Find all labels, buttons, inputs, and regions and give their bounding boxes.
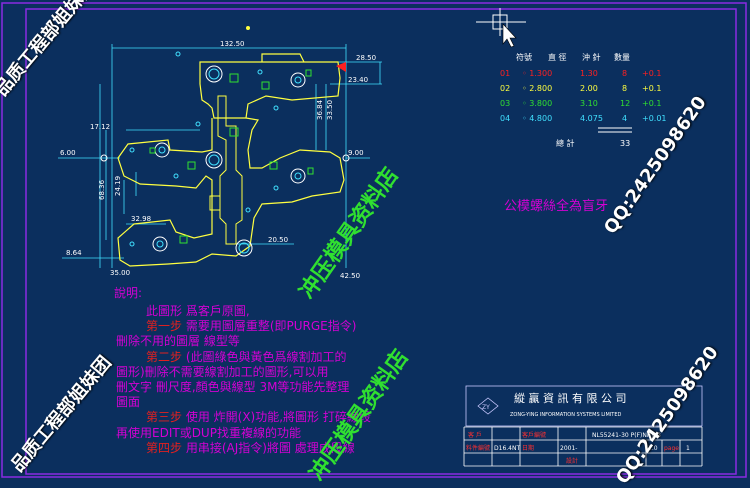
title-block <box>463 385 703 467</box>
svg-text:+0.1: +0.1 <box>642 99 661 108</box>
instruction-line: 刪文字 刪尺度,顏色與線型 3M等功能先整理 <box>116 380 350 394</box>
instruction-step-text: 使用 炸開(X)功能,將圖形 打碎線段 <box>182 410 371 425</box>
svg-text:8: 8 <box>622 84 627 93</box>
svg-text:總 計: 總 計 <box>556 138 575 148</box>
svg-text:◦ 2.800: ◦ 2.800 <box>522 84 552 93</box>
green-features <box>149 69 314 244</box>
instruction-step-label: 第四步 <box>146 440 183 455</box>
instruction-line: 第二步 (此圖綠色與黃色爲線割加工的 <box>146 348 347 365</box>
instruction-line: 第三步 使用 炸開(X)功能,將圖形 打碎線段 <box>146 408 371 425</box>
instruction-line: 圖面 <box>116 395 141 410</box>
instruction-line: 刪除不用的圖層 線型等 <box>116 334 240 349</box>
part-outline <box>117 53 345 267</box>
svg-text:2.00: 2.00 <box>580 84 598 93</box>
svg-text:01: 01 <box>500 69 510 78</box>
company-name: 縱 贏 資 訊 有 限 公 司 <box>514 391 626 405</box>
svg-text:+0.1: +0.1 <box>642 84 661 93</box>
svg-text:1.0: 1.0 <box>648 445 658 452</box>
svg-text:page: page <box>664 445 679 452</box>
svg-text:32.98: 32.98 <box>131 215 151 223</box>
instruction-step-label: 第二步 <box>146 349 183 364</box>
outer-frame <box>1 2 747 478</box>
svg-text:料件編號: 料件編號 <box>466 444 490 452</box>
svg-text:20.50: 20.50 <box>268 236 288 244</box>
svg-text:◦ 1.300: ◦ 1.300 <box>522 69 552 78</box>
svg-text:2001-: 2001- <box>560 445 577 452</box>
svg-text:D16.4NT: D16.4NT <box>494 445 520 452</box>
holes <box>100 26 350 257</box>
svg-text:12: 12 <box>620 99 630 108</box>
svg-text:NL55241-30 P(F)NNJA3: NL55241-30 P(F)NNJA3 <box>592 432 661 439</box>
svg-text:直 徑: 直 徑 <box>548 52 567 62</box>
svg-text:8: 8 <box>622 69 627 78</box>
hole-table: 符號 直 徑 沖 針 數量 01 ◦ 1.300 1.30 8 +0.1 02 … <box>500 52 667 148</box>
instruction-line: 第四步 用串接(AJ指令)將圖 處理成段線 <box>146 439 355 456</box>
instruction-line: 再使用EDIT或DUP找重複線的功能 <box>116 425 301 440</box>
svg-text:8.64: 8.64 <box>66 249 82 257</box>
mouse-pointer-icon <box>502 23 517 48</box>
crosshair-cursor-icon <box>476 8 526 36</box>
svg-text:33: 33 <box>620 139 630 148</box>
svg-text:03: 03 <box>500 99 510 108</box>
svg-text:客 戶: 客 戶 <box>468 431 482 439</box>
svg-text:35.00: 35.00 <box>110 269 130 277</box>
svg-text:1.30: 1.30 <box>580 69 598 78</box>
company-name-en: ZONG-YING INFORMATION SYSTEMS LIMITED <box>510 412 622 418</box>
svg-text:132.50: 132.50 <box>220 40 245 48</box>
red-marker <box>336 62 346 72</box>
svg-text:24.19: 24.19 <box>114 176 122 196</box>
svg-text:沖 針: 沖 針 <box>582 52 601 62</box>
instruction-line: 此圖形 爲客戶原圖, <box>146 304 250 318</box>
svg-text:9.00: 9.00 <box>348 149 364 157</box>
svg-text:+0.1: +0.1 <box>642 69 661 78</box>
svg-text:數量: 數量 <box>614 52 630 62</box>
svg-text:68.36: 68.36 <box>98 179 106 200</box>
svg-text:02: 02 <box>500 84 510 93</box>
title-block-fields: 客 戶 客戶編號 NL55241-30 P(F)NNJA3 料件編號 D16.4… <box>466 431 690 465</box>
svg-text:28.50: 28.50 <box>356 54 376 62</box>
svg-text:◦ 3.800: ◦ 3.800 <box>522 99 552 108</box>
instruction-step-text: 用串接(AJ指令)將圖 處理成段線 <box>182 440 355 455</box>
instruction-step-text: (此圖綠色與黃色爲線割加工的 <box>182 349 347 364</box>
svg-text:1: 1 <box>686 445 690 452</box>
dimension-labels: 132.50 17.12 6.00 8.64 9.00 28.50 23.40 … <box>60 40 376 280</box>
instructions-title: 說明: <box>114 286 143 300</box>
slot-feature <box>209 195 221 211</box>
svg-text:17.12: 17.12 <box>90 123 110 131</box>
svg-text:4.075: 4.075 <box>580 114 603 123</box>
company-logo: ZY <box>482 404 490 411</box>
svg-text:23.40: 23.40 <box>348 76 368 84</box>
part-inner-slot <box>217 95 243 245</box>
svg-text:◦ 4.800: ◦ 4.800 <box>522 114 552 123</box>
svg-text:客戶編號: 客戶編號 <box>522 431 546 439</box>
svg-text:日期: 日期 <box>522 444 534 452</box>
instruction-line: 圖形)刪除不需要線割加工的圖形,可以用 <box>116 364 329 379</box>
instruction-step-text: 需要用圖層重整(即PURGE指令) <box>182 319 357 334</box>
svg-text:33.50: 33.50 <box>326 100 334 120</box>
blind-tap-note: 公模螺絲全為盲牙 <box>504 198 608 214</box>
svg-text:36.84: 36.84 <box>316 99 324 120</box>
drawing-border <box>25 8 737 475</box>
instruction-step-label: 第一步 <box>146 319 183 334</box>
instruction-line: 第一步 需要用圖層重整(即PURGE指令) <box>146 317 356 334</box>
svg-text:4: 4 <box>622 114 627 123</box>
svg-text:6.00: 6.00 <box>60 149 76 157</box>
svg-text:符號: 符號 <box>516 52 532 62</box>
svg-text:42.50: 42.50 <box>340 272 360 280</box>
svg-text:設計: 設計 <box>566 457 578 465</box>
svg-text:04: 04 <box>500 114 510 123</box>
svg-text:3.10: 3.10 <box>580 99 598 108</box>
svg-text:+0.01: +0.01 <box>642 114 667 123</box>
instruction-step-label: 第三步 <box>146 410 183 425</box>
